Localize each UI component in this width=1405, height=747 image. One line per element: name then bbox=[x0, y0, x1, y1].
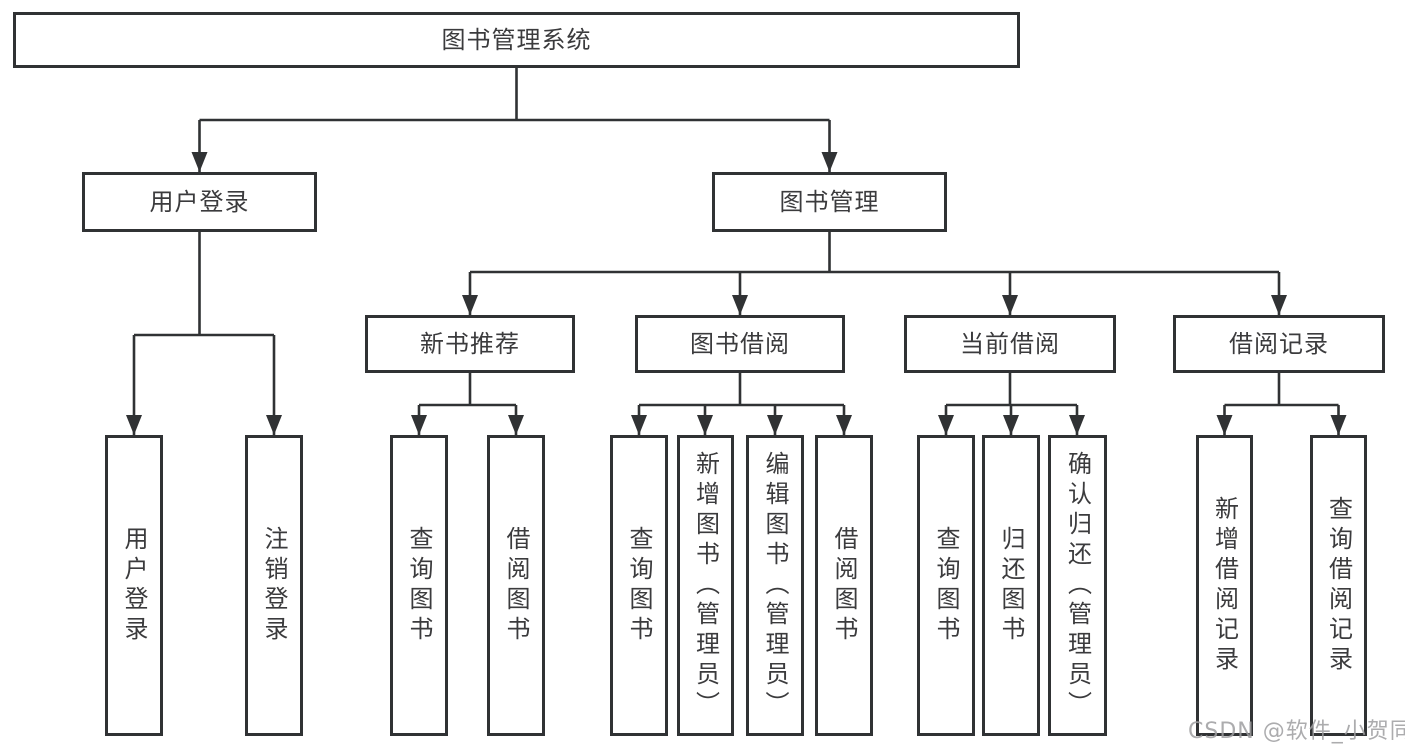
leaf-add-book-admin: 新增图书（管理员） bbox=[677, 435, 734, 736]
leaf-user-login: 用户登录 bbox=[105, 435, 163, 736]
node-new-book-recommendation: 新书推荐 bbox=[365, 315, 575, 373]
leaf-confirm-return-admin: 确认归还（管理员） bbox=[1048, 435, 1107, 736]
leaf-add-borrow-record: 新增借阅记录 bbox=[1196, 435, 1253, 736]
leaf-edit-book-admin: 编辑图书（管理员） bbox=[746, 435, 804, 736]
leaf-query-borrow-record: 查询借阅记录 bbox=[1310, 435, 1367, 736]
leaf-query-books-recommend: 查询图书 bbox=[390, 435, 448, 736]
leaf-return-book: 归还图书 bbox=[982, 435, 1040, 736]
csdn-watermark: CSDN @软件_小贺同学 bbox=[1188, 719, 1405, 744]
node-book-borrowing: 图书借阅 bbox=[635, 315, 845, 373]
leaf-logout: 注销登录 bbox=[245, 435, 303, 736]
node-user-login: 用户登录 bbox=[82, 172, 317, 232]
node-current-borrowing: 当前借阅 bbox=[904, 315, 1116, 373]
leaf-borrow-books: 借阅图书 bbox=[815, 435, 873, 736]
leaf-query-books-current: 查询图书 bbox=[917, 435, 975, 736]
node-library-management-system: 图书管理系统 bbox=[13, 12, 1020, 68]
leaf-query-books-borrow: 查询图书 bbox=[610, 435, 668, 736]
node-borrowing-records: 借阅记录 bbox=[1173, 315, 1385, 373]
leaf-borrow-books-recommend: 借阅图书 bbox=[487, 435, 545, 736]
node-book-management: 图书管理 bbox=[712, 172, 947, 232]
